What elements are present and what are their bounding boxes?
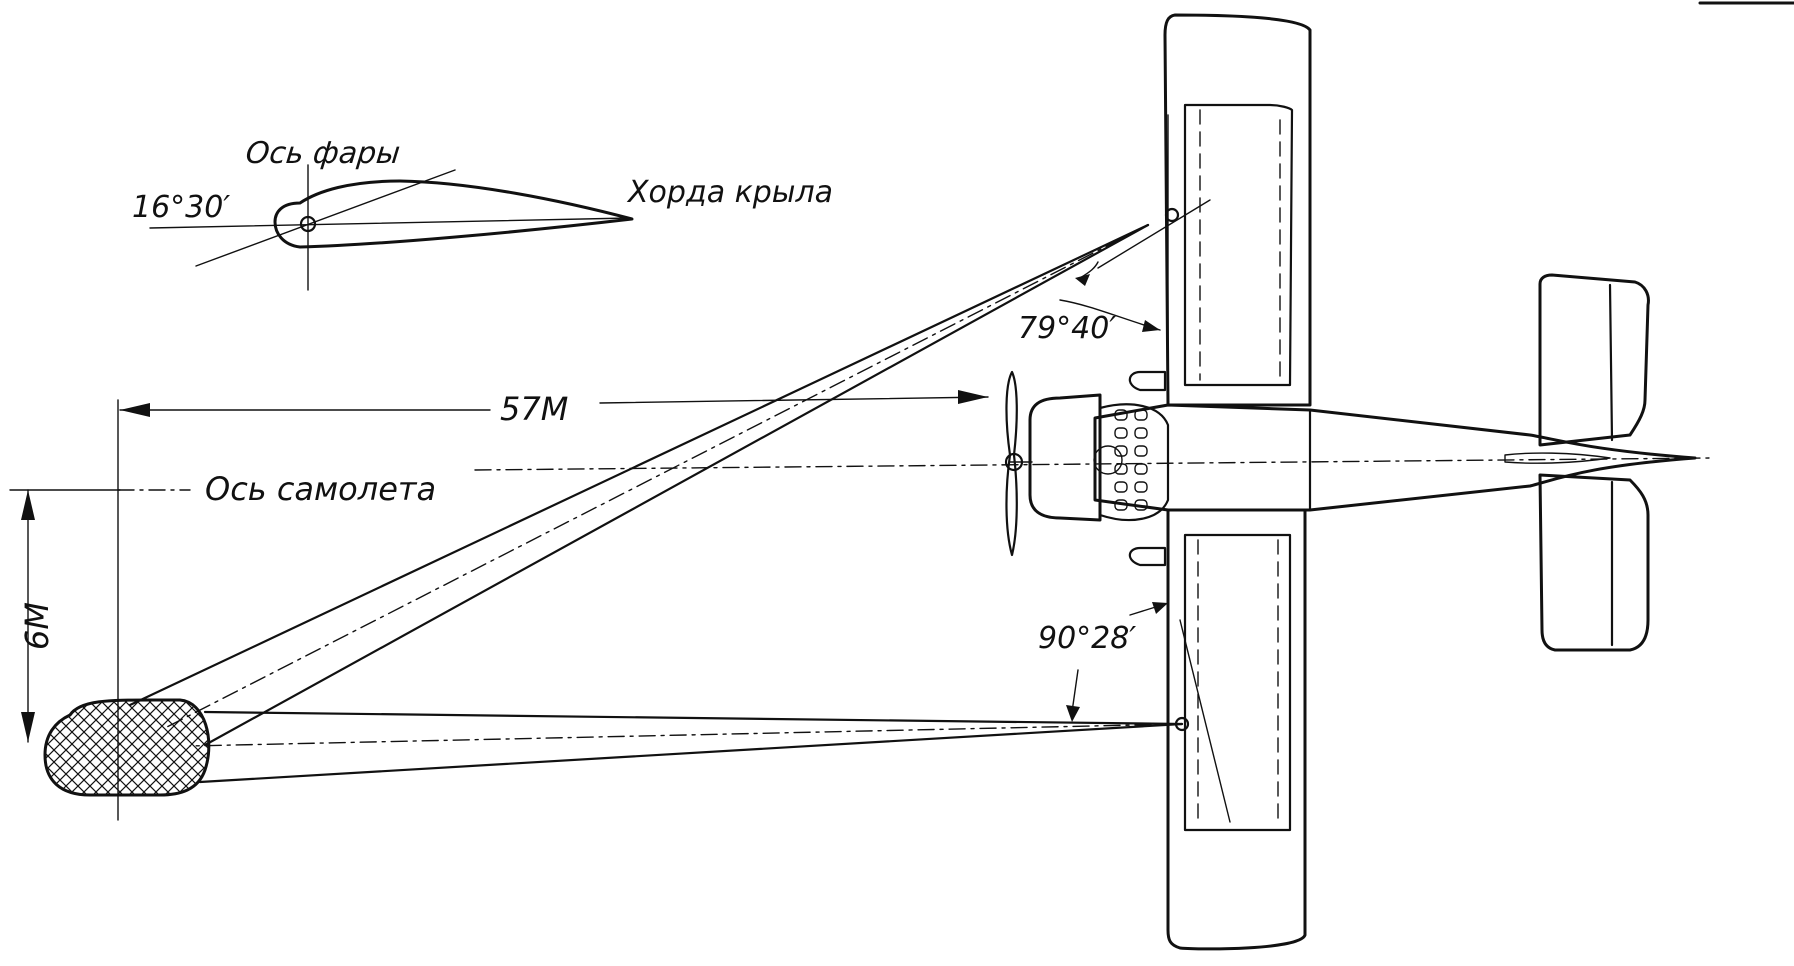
airfoil-inset: Ось фары 16°30′ Хорда крыла <box>132 136 833 291</box>
distance-arrow-left <box>120 403 150 417</box>
upper-angle-arrow-top <box>1075 274 1090 286</box>
lower-stabilizer <box>1538 473 1650 652</box>
light-spot <box>43 698 211 797</box>
distance-arrow-right <box>958 390 988 404</box>
upper-cylinder-head <box>1128 370 1167 392</box>
upper-wing <box>1163 13 1312 407</box>
upper-angle-arrow-right <box>1142 320 1160 332</box>
headlight-pivot <box>299 215 317 233</box>
light-beams <box>128 223 1184 784</box>
lower-wing-diagonal <box>1179 619 1231 823</box>
spread-arrow-top <box>21 490 35 520</box>
upper-angle-label: 79°40′ <box>1018 311 1116 346</box>
lower-angle-arrow-top <box>1152 602 1168 614</box>
upper-headlight <box>1164 207 1180 223</box>
headlight-axis-label: Ось фары <box>244 136 402 171</box>
upper-headlight-axis <box>1097 199 1211 269</box>
airfoil-profile <box>273 179 634 249</box>
wing-chord-label: Хорда крыла <box>626 175 833 210</box>
headlight-angle-label: 16°30′ <box>132 190 230 225</box>
fuselage-tail-fin <box>1504 452 1611 464</box>
headlight-axis-line <box>195 169 456 267</box>
distance-dim-line-right <box>599 396 989 404</box>
lower-cylinder-head <box>1128 546 1167 567</box>
dimensions: 57М 6М Ось самолета 79°40′ 90°28′ <box>9 261 1711 821</box>
cylinder-detail <box>1093 409 1148 511</box>
propeller <box>1005 370 1018 557</box>
aircraft-axis-label: Ось самолета <box>205 470 436 508</box>
spread-arrow-bottom <box>21 712 35 742</box>
distance-label: 57М <box>500 390 568 428</box>
aircraft-top-view <box>1004 13 1697 951</box>
lower-wing-inner <box>1183 533 1292 832</box>
lower-beam-axis <box>189 723 1183 747</box>
lower-angle-arrow-bottom <box>1066 705 1080 722</box>
aircraft-axis-line <box>474 457 1711 471</box>
upper-wing-ribs <box>1199 109 1281 381</box>
upper-beam-edge-lower <box>203 223 1150 747</box>
lower-headlight <box>1174 716 1190 732</box>
engine-cowling <box>1028 393 1102 522</box>
lower-wing <box>1166 508 1307 951</box>
upper-beam-edge-upper <box>128 223 1150 707</box>
upper-beam-axis <box>164 224 1149 729</box>
engine-cylinders <box>1098 403 1170 522</box>
lower-beam-edge-lower <box>198 722 1184 784</box>
lower-angle-leader-bottom <box>1071 669 1079 713</box>
lower-beam-edge-upper <box>203 710 1184 726</box>
light-spot-hatching <box>45 700 209 795</box>
lower-angle-label: 90°28′ <box>1038 621 1136 656</box>
spread-label: 6М <box>18 602 56 650</box>
upper-wing-inner <box>1183 103 1294 387</box>
upper-stabilizer <box>1538 273 1650 447</box>
lower-wing-ribs <box>1197 539 1279 826</box>
wing-chord-line <box>149 217 631 229</box>
fuselage <box>1093 403 1697 512</box>
upper-elevator-hinge <box>1608 283 1614 442</box>
